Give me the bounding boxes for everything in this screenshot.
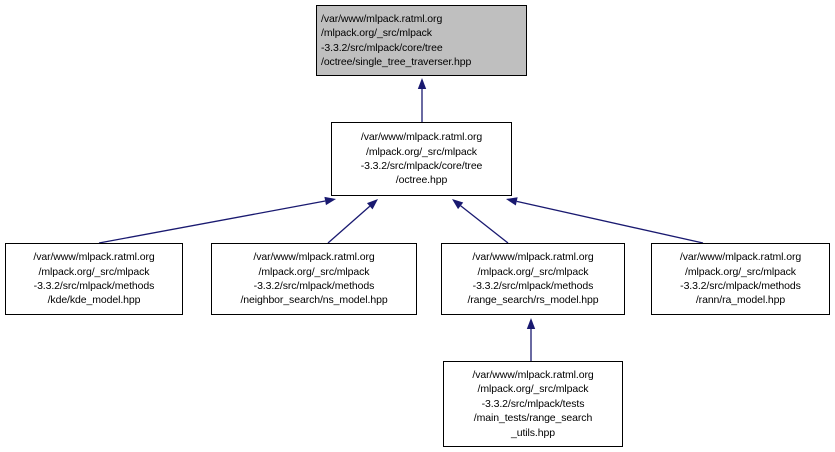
- node-single-tree-traverser-hpp[interactable]: /var/www/mlpack.ratml.org/mlpack.org/_sr…: [316, 5, 527, 76]
- node-text-line: /var/www/mlpack.ratml.org: [679, 251, 802, 264]
- node-ns-model-hpp[interactable]: /var/www/mlpack.ratml.org/mlpack.org/_sr…: [211, 243, 417, 315]
- node-text-line: /var/www/mlpack.ratml.org: [253, 251, 375, 264]
- node-text-line: _utils.hpp: [511, 426, 555, 439]
- node-text-line: /mlpack.org/_src/mlpack: [366, 145, 477, 158]
- edge-octree-to-single-tree-traverser-arrowhead: [417, 78, 427, 89]
- edge-range-search-utils-to-rs-model-arrowhead: [526, 318, 536, 329]
- edge-ra-model-to-octree-arrowhead: [506, 197, 518, 206]
- node-text-line: /var/www/mlpack.ratml.org: [33, 251, 155, 264]
- edge-ra-model-to-octree-line: [516, 200, 704, 244]
- node-text-line: /var/www/mlpack.ratml.org: [472, 368, 594, 381]
- node-text-line: /mlpack.org/_src/mlpack: [258, 265, 370, 278]
- node-text-line: -3.3.2/src/mlpack/tests: [481, 397, 585, 410]
- node-text-line: /var/www/mlpack.ratml.org: [321, 12, 443, 25]
- node-text-line: -3.3.2/src/mlpack/methods: [472, 280, 594, 292]
- edge-rs-model-to-octree-line: [460, 205, 509, 244]
- node-text-line: /kde/kde_model.hpp: [47, 294, 141, 307]
- node-text-line: /octree/single_tree_traverser.hpp: [321, 55, 472, 68]
- node-text-line: -3.3.2/src/mlpack/core/tree: [321, 41, 443, 54]
- edge-rs-model-to-octree-arrowhead: [452, 199, 464, 210]
- node-text-line: /var/www/mlpack.ratml.org: [360, 131, 483, 144]
- node-ra-model-hpp[interactable]: /var/www/mlpack.ratml.org/mlpack.org/_sr…: [651, 243, 830, 315]
- node-text-line: /rann/ra_model.hpp: [695, 294, 786, 307]
- node-rs-model-hpp[interactable]: /var/www/mlpack.ratml.org/mlpack.org/_sr…: [441, 243, 625, 315]
- node-text-line: /mlpack.org/_src/mlpack: [477, 383, 589, 396]
- node-text-line: -3.3.2/src/mlpack/methods: [680, 280, 801, 292]
- node-text-line: /octree.hpp: [395, 174, 448, 187]
- node-kde-model-hpp[interactable]: /var/www/mlpack.ratml.org/mlpack.org/_sr…: [5, 243, 183, 315]
- node-text-line: /mlpack.org/_src/mlpack: [685, 265, 796, 278]
- edge-ns-model-to-octree-arrowhead: [366, 199, 378, 210]
- node-octree-hpp[interactable]: /var/www/mlpack.ratml.org/mlpack.org/_sr…: [331, 122, 512, 196]
- node-text-line: -3.3.2/src/mlpack/methods: [33, 280, 155, 292]
- node-text-line: /range_search/rs_model.hpp: [467, 294, 599, 307]
- node-text-line: /mlpack.org/_src/mlpack: [38, 265, 150, 278]
- node-text-line: /var/www/mlpack.ratml.org: [472, 251, 594, 264]
- edge-ns-model-to-octree-line: [327, 205, 371, 244]
- node-text-line: /neighbor_search/ns_model.hpp: [240, 294, 388, 307]
- node-text-line: /main_tests/range_search: [473, 412, 593, 425]
- node-text-line: -3.3.2/src/mlpack/methods: [253, 280, 375, 292]
- node-text-line: -3.3.2/src/mlpack/core/tree: [360, 160, 483, 172]
- node-range-search-utils-hpp[interactable]: /var/www/mlpack.ratml.org/mlpack.org/_sr…: [443, 361, 623, 447]
- edge-kde-model-to-octree-line: [98, 200, 326, 244]
- node-text-line: /mlpack.org/_src/mlpack: [321, 27, 432, 40]
- node-text-line: /mlpack.org/_src/mlpack: [477, 265, 589, 278]
- edge-kde-model-to-octree-arrowhead: [324, 196, 336, 206]
